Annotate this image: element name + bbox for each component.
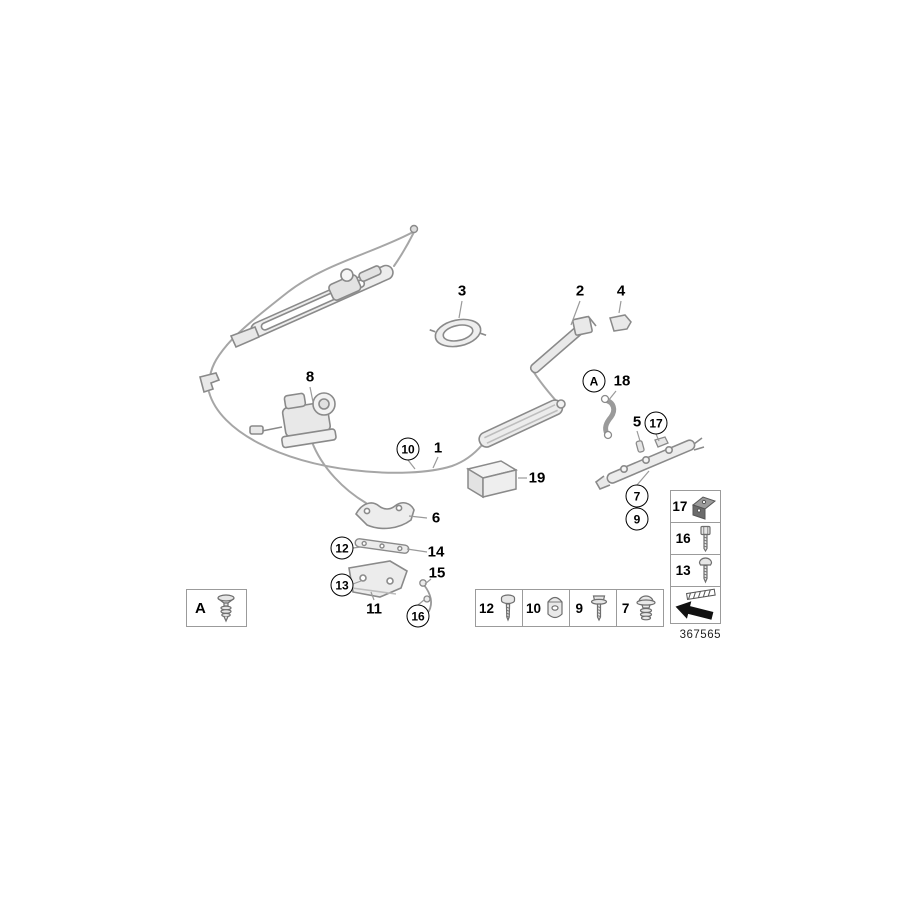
fastener-cell-9: 9 <box>569 589 617 627</box>
pan-head-screw-icon <box>500 594 516 622</box>
callout-circled-a: A <box>582 369 606 393</box>
part-11-bracket <box>348 560 408 598</box>
callout-19: 19 <box>528 469 546 487</box>
leader-lines <box>309 300 660 606</box>
part-18-lever <box>600 394 617 440</box>
part-8-drive-motor <box>249 392 337 449</box>
part-4-bracket <box>609 314 632 332</box>
hardware-cell-label: 13 <box>675 563 691 578</box>
part-5-pin <box>635 440 645 453</box>
callout-14: 14 <box>427 543 445 561</box>
fastener-table: 12 10 9 <box>475 589 664 627</box>
hardware-cell-16: 16 <box>670 522 721 555</box>
fastener-cell-label: 7 <box>621 600 630 616</box>
cable-runs <box>208 231 559 504</box>
callout-5: 5 <box>632 413 642 431</box>
callout-circled-13: 13 <box>330 573 354 597</box>
socket-head-bolt-icon <box>700 525 711 552</box>
callout-15: 15 <box>428 564 446 582</box>
callout-circled-9: 9 <box>625 507 649 531</box>
direction-arrow-icon <box>675 588 716 620</box>
spring-clip-icon <box>547 596 563 619</box>
hardware-cell-label: 17 <box>672 499 688 514</box>
part-front-left-rail <box>199 264 394 394</box>
part-1-slide-rail <box>478 399 566 448</box>
drawing-number: 367565 <box>679 629 721 641</box>
part-17-bracket-on-rail <box>654 436 669 448</box>
fastener-cell-10: 10 <box>522 589 570 627</box>
legend-label: A <box>195 599 206 617</box>
callout-circled-12: 12 <box>330 536 354 560</box>
hardware-column-table: 17 16 13 <box>670 490 721 624</box>
cable-end-connector <box>409 224 419 234</box>
fastener-cell-12: 12 <box>475 589 523 627</box>
part-2-drive-rod <box>529 315 597 374</box>
part-16-screw <box>423 595 431 603</box>
callout-circled-17: 17 <box>644 411 668 435</box>
grommet-nut-icon <box>636 595 656 621</box>
hardware-cell-label: 16 <box>675 531 691 546</box>
fastener-cell-label: 12 <box>478 600 495 616</box>
callout-1: 1 <box>433 439 443 457</box>
callout-11: 11 <box>366 600 382 618</box>
part-6-bracket <box>355 501 415 530</box>
callout-circled-7: 7 <box>625 484 649 508</box>
push-pin-rivet-icon <box>217 594 235 623</box>
fastener-cell-label: 10 <box>525 600 542 616</box>
callout-18: 18 <box>613 372 631 390</box>
direction-indicator-cell <box>670 586 721 624</box>
callout-8: 8 <box>305 368 315 386</box>
callout-circled-10: 10 <box>396 437 420 461</box>
part-19-repair-kit-box <box>466 460 518 499</box>
part-3-cover <box>429 318 487 348</box>
torx-screw-icon <box>699 556 713 584</box>
part-14-strip <box>354 538 410 554</box>
angle-bracket-icon <box>691 495 716 520</box>
callout-circled-16: 16 <box>406 604 430 628</box>
legend-box-a: A <box>186 589 247 627</box>
hardware-cell-13: 13 <box>670 554 721 587</box>
part-rear-right-rail <box>594 437 705 491</box>
fastener-cell-7: 7 <box>616 589 664 627</box>
callout-6: 6 <box>431 509 441 527</box>
callout-4: 4 <box>616 282 626 300</box>
callout-3: 3 <box>457 282 467 300</box>
hardware-cell-17: 17 <box>670 490 721 523</box>
callout-2: 2 <box>575 282 585 300</box>
hex-flange-bolt-icon <box>591 595 608 622</box>
fastener-cell-label: 9 <box>575 600 583 616</box>
